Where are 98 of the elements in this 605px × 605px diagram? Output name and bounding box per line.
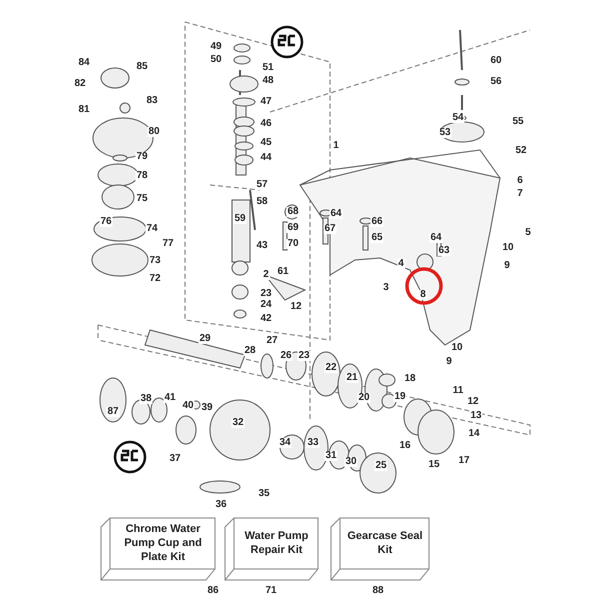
callout-number: 15 (427, 460, 441, 470)
callout-number: 45 (259, 138, 273, 148)
callout-number: 9 (445, 357, 453, 367)
callout-number: 40 (181, 401, 195, 411)
callout-number: 46 (259, 119, 273, 129)
callout-number: 21 (345, 373, 359, 383)
callout-number: 20 (357, 393, 371, 403)
callout-number: 85 (135, 62, 149, 72)
kit-box (100, 517, 216, 581)
callout-number: 49 (209, 42, 223, 52)
part-number: 88 (372, 586, 384, 596)
callout-number: 66 (370, 217, 384, 227)
callout-number: 23 (297, 351, 311, 361)
callout-number: 3 (382, 283, 390, 293)
callout-number: 10 (450, 343, 464, 353)
callout-number: 14 (467, 429, 481, 439)
callout-number: 31 (324, 451, 338, 461)
callout-number: 43 (255, 241, 269, 251)
kit-box (224, 517, 319, 581)
callout-number: 61 (276, 267, 290, 277)
callout-number: 56 (489, 77, 503, 87)
kit-box (330, 517, 430, 581)
callout-number: 24 (259, 300, 273, 310)
callout-number: 36 (214, 500, 228, 510)
part-number: 71 (265, 586, 277, 596)
callout-number: 9 (503, 261, 511, 271)
callout-number: 6 (516, 176, 524, 186)
callout-number: 4 (397, 259, 405, 269)
callout-number: 2 (262, 270, 270, 280)
callout-number: 42 (259, 314, 273, 324)
callout-number: 19 (393, 392, 407, 402)
callout-number: 60 (489, 56, 503, 66)
callout-number: 74 (145, 224, 159, 234)
callout-number: 77 (161, 239, 175, 249)
kit-name: Water Pump Repair Kit (244, 530, 310, 558)
callout-number: 83 (145, 96, 159, 106)
callout-number: 41 (163, 393, 177, 403)
callout-number: 67 (323, 224, 337, 234)
callout-number: 11 (452, 386, 464, 396)
callout-number: 57 (255, 180, 269, 190)
callout-number: 76 (99, 217, 113, 227)
callout-number: 1 (332, 141, 340, 151)
callout-number: 33 (306, 438, 320, 448)
callout-number: 13 (469, 411, 483, 421)
callout-number: 10 (501, 243, 515, 253)
callout-number: 80 (147, 127, 161, 137)
callout-number: 75 (135, 194, 149, 204)
callout-number: 27 (265, 336, 279, 346)
callout-number: 25 (374, 461, 388, 471)
callout-number: 29 (198, 334, 212, 344)
callout-number: 54 (451, 113, 465, 123)
callout-number: 8 (419, 290, 427, 300)
callout-number: 16 (398, 441, 412, 451)
callout-number: 35 (257, 489, 271, 499)
callout-number: 7 (516, 189, 524, 199)
callout-number: 23 (259, 289, 273, 299)
callout-number: 26 (279, 351, 293, 361)
callout-number: 69 (286, 223, 300, 233)
callout-number: 52 (514, 146, 528, 156)
callout-number: 65 (370, 233, 384, 243)
callout-number: 17 (457, 456, 471, 466)
callout-number: 73 (148, 256, 162, 266)
callout-number: 64 (329, 209, 343, 219)
callout-number: 28 (243, 346, 257, 356)
callout-number: 37 (168, 454, 182, 464)
callout-number: 82 (73, 79, 87, 89)
callout-number: 78 (135, 171, 149, 181)
callout-number: 12 (289, 302, 303, 312)
callout-number: 81 (77, 105, 91, 115)
callout-number: 50 (209, 55, 223, 65)
part-number: 86 (207, 586, 219, 596)
callout-number: 48 (261, 76, 275, 86)
callout-number: 39 (200, 403, 214, 413)
callout-number: 47 (259, 97, 273, 107)
callout-number: 72 (148, 274, 162, 284)
callout-number: 44 (259, 153, 273, 163)
callout-number: 87 (106, 407, 120, 417)
callout-number: 84 (77, 58, 91, 68)
kit-name: Chrome Water Pump Cup and Plate Kit (123, 523, 203, 565)
callout-number: 55 (511, 117, 525, 127)
callout-number: 51 (261, 63, 275, 73)
callout-number: 64 (429, 233, 443, 243)
kit-name: Gearcase Seal Kit (346, 530, 424, 558)
callout-number: 12 (466, 397, 480, 407)
callout-number: 32 (231, 418, 245, 428)
callout-number: 30 (344, 457, 358, 467)
callout-number: 22 (324, 363, 338, 373)
callout-number: 63 (437, 246, 451, 256)
callout-number: 59 (233, 214, 247, 224)
callout-number: 70 (286, 239, 300, 249)
callout-number: 58 (255, 197, 269, 207)
callout-number: 5 (524, 228, 532, 238)
callout-number: 38 (139, 394, 153, 404)
callout-number: 53 (438, 128, 452, 138)
callout-number: 18 (403, 374, 417, 384)
callout-number: 34 (278, 438, 292, 448)
callout-number: 68 (286, 207, 300, 217)
callout-number: 79 (135, 152, 149, 162)
